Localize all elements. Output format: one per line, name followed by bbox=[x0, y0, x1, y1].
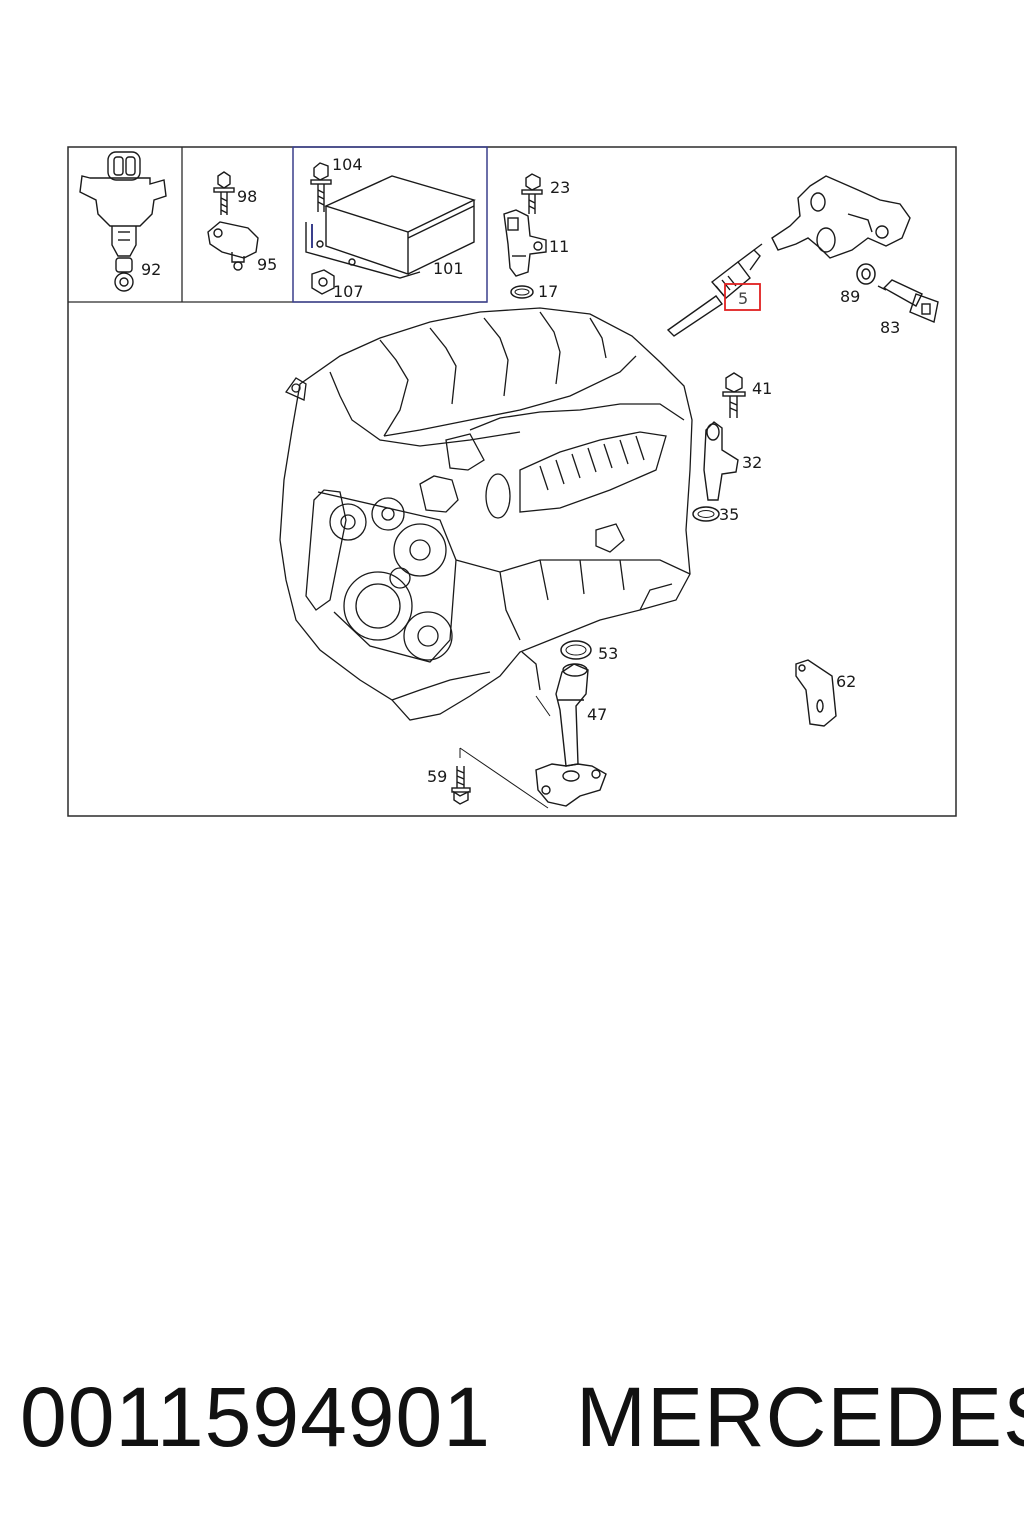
part-98-bolt bbox=[213, 171, 235, 215]
callout-35: 35 bbox=[719, 505, 739, 524]
inset-box-ecu bbox=[292, 146, 488, 303]
highlight-box-5 bbox=[724, 283, 761, 311]
part-53-oring-inner bbox=[565, 644, 587, 656]
part-95-sensor bbox=[207, 221, 259, 271]
parts-diagram: 92 98 95 104 101 107 bbox=[67, 146, 957, 817]
callout-92: 92 bbox=[141, 260, 161, 279]
part-number: 0011594901 bbox=[20, 1370, 491, 1464]
part-17-oring bbox=[510, 285, 534, 299]
part-35-oring-inner bbox=[697, 510, 715, 518]
callout-95: 95 bbox=[257, 255, 277, 274]
part-62-bracket bbox=[795, 659, 837, 727]
diagram-frame bbox=[67, 146, 957, 817]
brand-name: MERCEDES bbox=[576, 1370, 1024, 1464]
callout-41: 41 bbox=[752, 379, 772, 398]
part-107-nut bbox=[311, 269, 335, 295]
part-89-washer bbox=[856, 263, 876, 285]
callout-62: 62 bbox=[836, 672, 856, 691]
part-101-control-unit bbox=[305, 175, 476, 279]
part-59-bolt bbox=[451, 766, 471, 805]
callout-47: 47 bbox=[587, 705, 607, 724]
callout-23: 23 bbox=[550, 178, 570, 197]
part-47-tube bbox=[535, 663, 607, 807]
callout-53: 53 bbox=[598, 644, 618, 663]
coolant-housing bbox=[771, 175, 911, 259]
callout-59: 59 bbox=[427, 767, 447, 786]
callout-32: 32 bbox=[742, 453, 762, 472]
callout-5: 5 bbox=[738, 289, 748, 308]
leader-47 bbox=[535, 695, 551, 717]
part-104-bolt bbox=[310, 162, 332, 212]
part-23-bolt bbox=[521, 173, 543, 214]
part-35-oring bbox=[692, 506, 720, 522]
part-53-oring bbox=[560, 640, 592, 660]
part-92-sensor bbox=[79, 151, 167, 292]
callout-17: 17 bbox=[538, 282, 558, 301]
callout-98: 98 bbox=[237, 187, 257, 206]
callout-107: 107 bbox=[333, 282, 364, 301]
part-11-sensor bbox=[503, 209, 547, 277]
callout-11: 11 bbox=[549, 237, 569, 256]
part-17-oring-inner bbox=[514, 288, 530, 296]
engine-block bbox=[279, 307, 693, 721]
leader-59 bbox=[459, 747, 549, 809]
callout-89: 89 bbox=[840, 287, 860, 306]
part-32-bracket bbox=[703, 421, 739, 501]
part-5-glow-plug bbox=[666, 243, 763, 337]
part-41-bolt bbox=[722, 372, 746, 418]
callout-101: 101 bbox=[433, 259, 464, 278]
callout-83: 83 bbox=[880, 318, 900, 337]
part-83-temp-sensor bbox=[877, 279, 939, 323]
callout-104: 104 bbox=[332, 155, 363, 174]
